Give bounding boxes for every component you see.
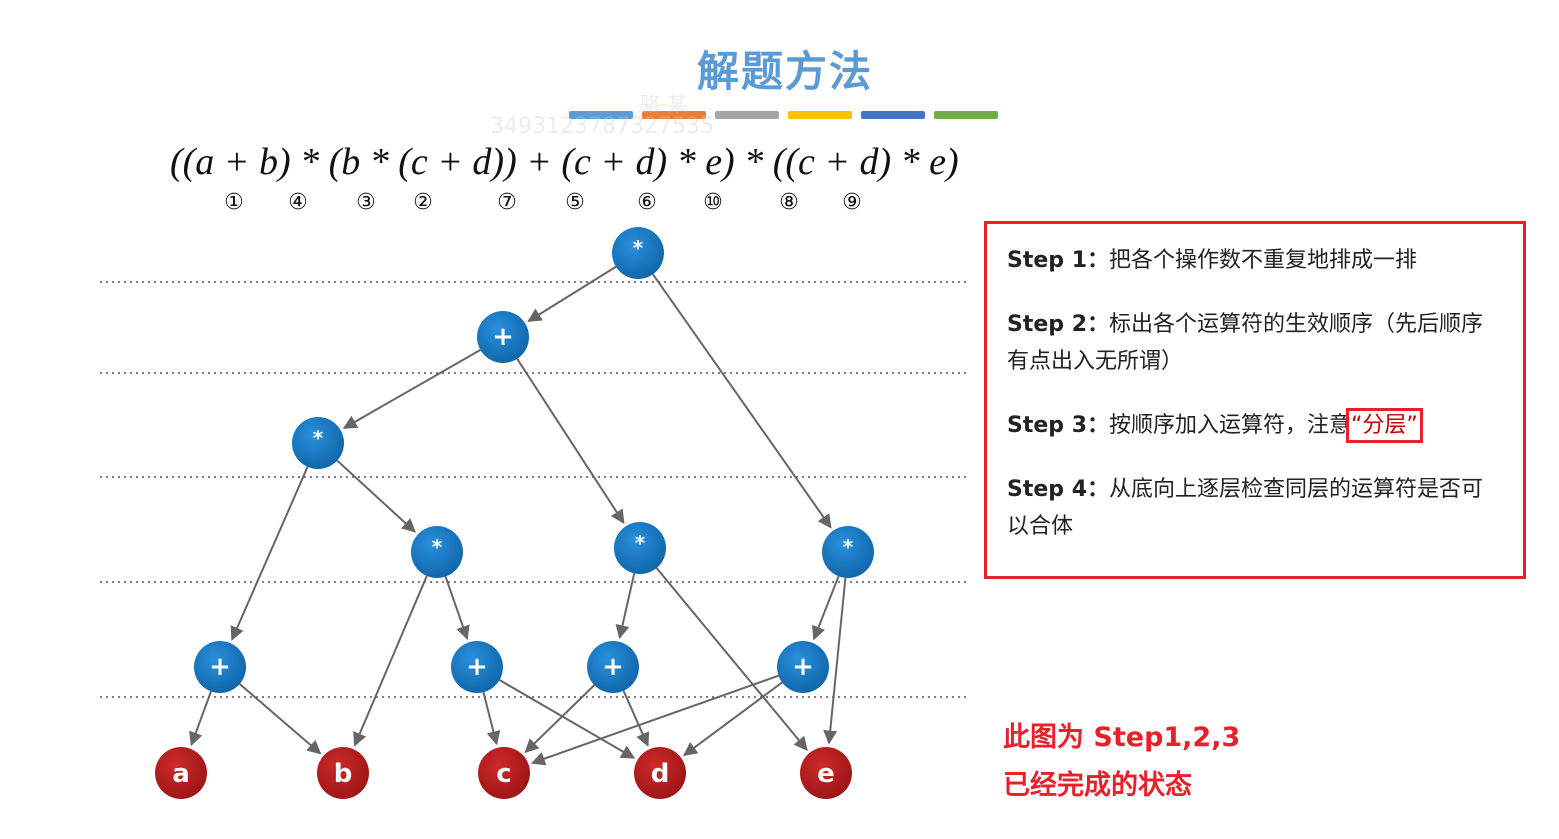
operator-node-n3: * (292, 417, 344, 469)
edge-n6-n10 (812, 575, 840, 641)
order-marker: ⑩ (703, 190, 723, 215)
edge-n3-n7 (230, 466, 309, 641)
note-line-2: 已经完成的状态 (1003, 770, 1192, 801)
order-marker: ③ (356, 190, 376, 215)
step-text: 按顺序加入运算符，注意 (1109, 413, 1352, 438)
node-label: * (635, 531, 646, 555)
step-label: Step 2： (1007, 312, 1109, 337)
step-4: Step 4：从底向上逐层检查同层的运算符是否可以合体 (1007, 471, 1503, 545)
highlighted-term: “分层” (1346, 408, 1423, 443)
order-marker: ⑦ (497, 190, 517, 215)
node-label: d (651, 759, 670, 789)
color-bar (715, 111, 779, 119)
edge-n9-c (524, 684, 596, 754)
node-label: + (792, 652, 814, 682)
node-label: b (334, 759, 353, 789)
edge-n3-n4 (336, 459, 416, 533)
operator-node-n8: + (451, 641, 503, 693)
node-label: * (313, 426, 324, 450)
step-text: 标出各个运算符的生效顺序（先后顺序有点出入无所谓） (1007, 312, 1484, 374)
nodes: * + * * * * + + + + a b c d e (155, 227, 874, 799)
color-bar (642, 111, 706, 119)
color-bar (569, 111, 633, 119)
step-2: Step 2：标出各个运算符的生效顺序（先后顺序有点出入无所谓） (1007, 306, 1503, 380)
operand-node-b: b (317, 747, 369, 799)
edge-n2-n3 (342, 349, 481, 429)
edge-n4-b (353, 575, 428, 747)
step-3: Step 3：按顺序加入运算符，注意“分层” (1007, 407, 1503, 444)
expression-formula: ((a + b) * (b * (c + d)) + (c + d) * e) … (170, 141, 959, 183)
node-label: + (209, 652, 231, 682)
step-label: Step 4： (1007, 477, 1109, 502)
operand-node-c: c (478, 747, 530, 799)
layer-dividers (100, 281, 970, 698)
operator-node-n1: * (612, 227, 664, 279)
edge-n8-d (498, 679, 636, 759)
edge-n10-d (682, 681, 783, 756)
edge-n4-n8 (444, 576, 470, 640)
step-text: 把各个操作数不重复地排成一排 (1109, 248, 1418, 273)
node-label: c (496, 759, 511, 789)
operator-node-n6: * (822, 526, 874, 578)
operator-node-n10: + (777, 641, 829, 693)
node-label: + (602, 652, 624, 682)
step-text: 从底向上逐层检查同层的运算符是否可以合体 (1007, 477, 1484, 539)
edge-n7-a (189, 691, 212, 747)
edge-n9-d (622, 690, 650, 747)
color-bar (934, 111, 998, 119)
step-1: Step 1：把各个操作数不重复地排成一排 (1007, 242, 1503, 279)
edge-n10-c (530, 674, 779, 766)
edge-n5-e (655, 567, 808, 751)
node-label: e (817, 759, 835, 789)
slide-title: 解题方法 (696, 47, 873, 96)
operator-node-n9: + (587, 641, 639, 693)
edge-n6-e (823, 577, 847, 745)
watermark-id: 3493123787327535 (490, 114, 714, 139)
title-color-bars (569, 111, 998, 119)
node-label: a (172, 759, 190, 789)
edges (189, 265, 847, 766)
expression-dag: * + * * * * + + + + a b c d e (100, 227, 970, 799)
operator-node-n2: + (477, 311, 529, 363)
edge-n5-n9 (615, 573, 636, 640)
order-marker: ④ (288, 190, 308, 215)
operand-node-a: a (155, 747, 207, 799)
operator-node-n5: * (614, 522, 666, 574)
node-label: + (466, 652, 488, 682)
operand-node-e: e (800, 747, 852, 799)
order-marker: ⑥ (637, 190, 657, 215)
color-bar (788, 111, 852, 119)
edge-n8-c (482, 691, 501, 746)
edge-n1-n6 (652, 273, 832, 529)
edge-n7-b (239, 683, 322, 755)
order-marker: ⑧ (779, 190, 799, 215)
edge-n1-n2 (527, 265, 617, 322)
order-marker: ⑤ (565, 190, 585, 215)
status-note: 此图为 Step1,2,3 已经完成的状态 (1003, 714, 1240, 810)
step-label: Step 1： (1007, 248, 1109, 273)
order-marker: ① (224, 190, 244, 215)
order-marker: ⑨ (842, 190, 862, 215)
node-label: * (633, 236, 644, 260)
node-label: * (843, 535, 854, 559)
step-label: Step 3： (1007, 413, 1109, 438)
order-marker: ② (413, 190, 433, 215)
operator-node-n7: + (194, 641, 246, 693)
note-line-1: 此图为 Step1,2,3 (1003, 722, 1241, 753)
steps-box: Step 1：把各个操作数不重复地排成一排 Step 2：标出各个运算符的生效顺… (984, 221, 1526, 579)
operand-node-d: d (634, 747, 686, 799)
edge-n2-n5 (516, 358, 625, 525)
color-bar (861, 111, 925, 119)
node-label: * (432, 535, 443, 559)
operator-node-n4: * (411, 526, 463, 578)
node-label: + (492, 322, 514, 352)
watermark-name: 骆-某 (640, 92, 688, 116)
